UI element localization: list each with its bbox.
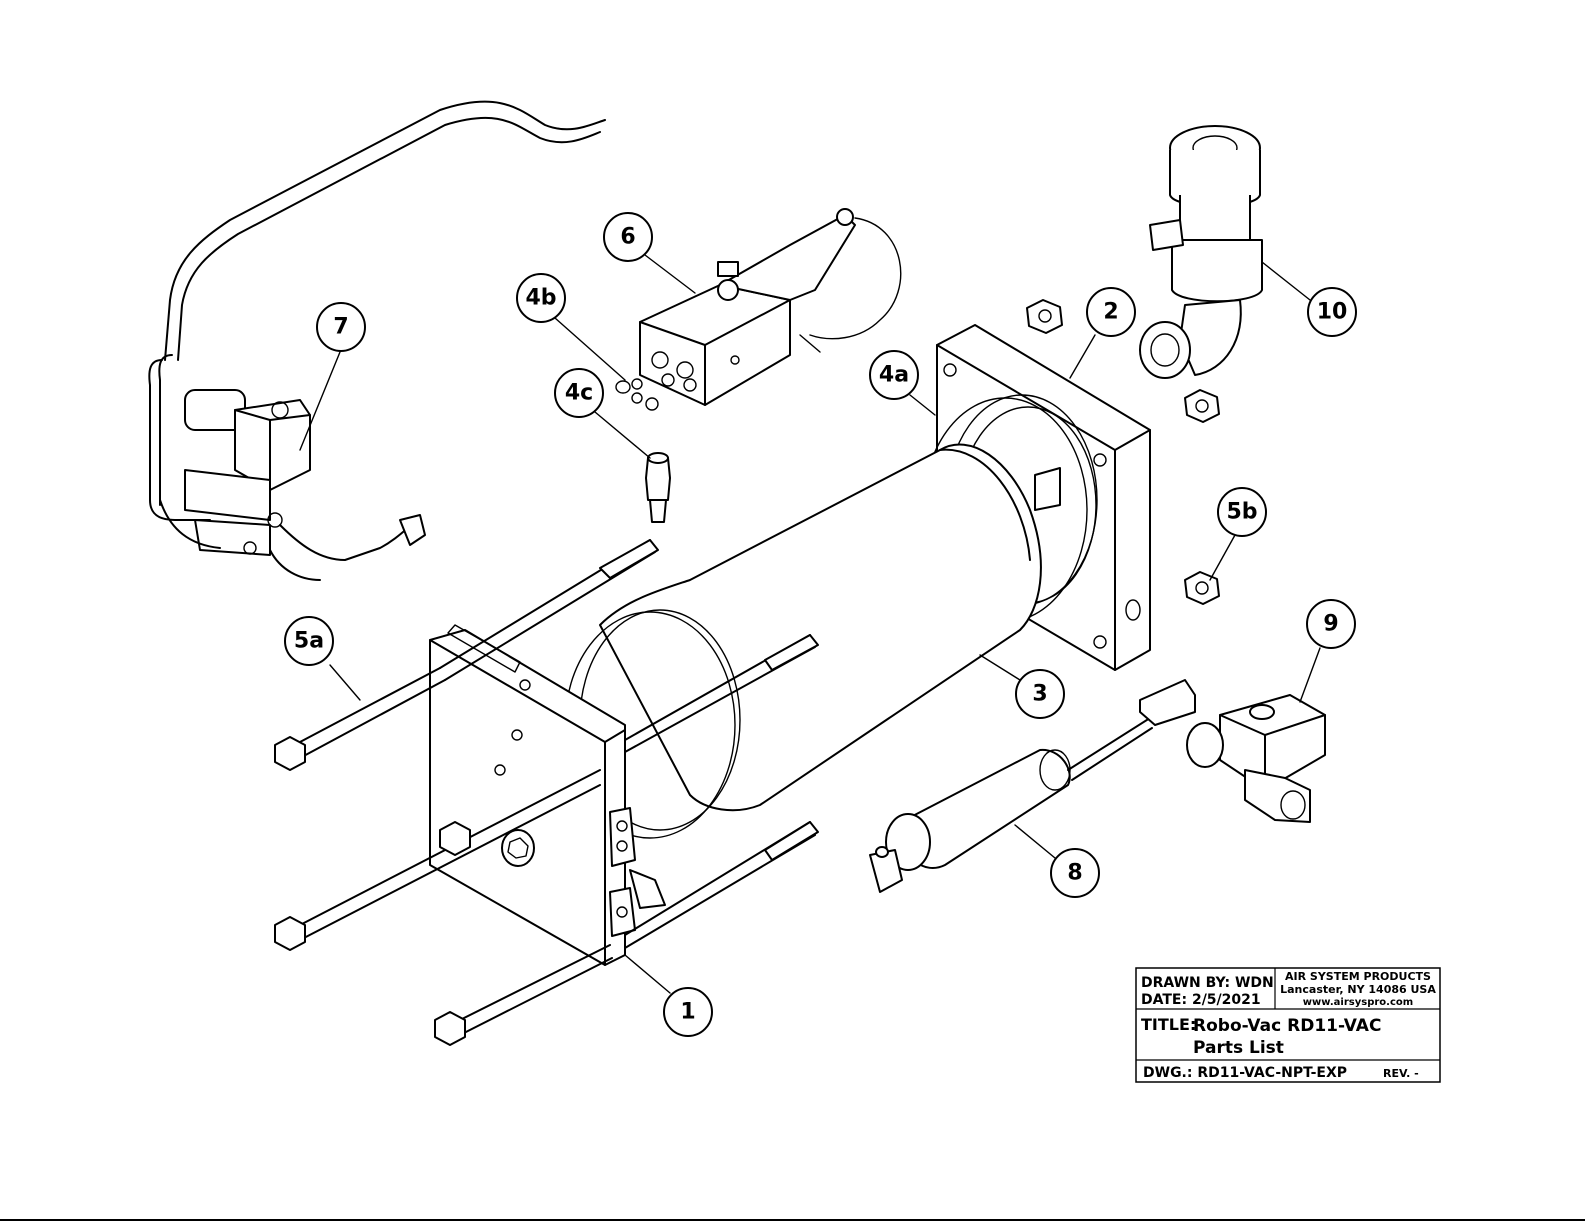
callout-3: 3 (1016, 670, 1064, 718)
company-address: Lancaster, NY 14086 USA (1280, 983, 1436, 996)
svg-text:5b: 5b (1226, 500, 1257, 525)
company-name: AIR SYSTEM PRODUCTS (1285, 970, 1431, 983)
part-10-tee-elbow-fitting (1140, 126, 1262, 378)
svg-text:4a: 4a (879, 363, 909, 388)
leader-1 (625, 955, 670, 993)
title-block: DRAWN BY: WDN DATE: 2/5/2021 AIR SYSTEM … (1136, 968, 1440, 1082)
svg-text:1: 1 (680, 1000, 695, 1025)
part-7-valve-assembly (149, 102, 605, 580)
svg-text:4c: 4c (565, 381, 593, 406)
svg-text:5a: 5a (294, 629, 324, 654)
page-border-bottom (0, 1219, 1585, 1221)
drawing-title-line1: Robo-Vac RD11-VAC (1193, 1016, 1381, 1036)
callout-4b: 4b (517, 274, 565, 322)
part-4c-fitting (646, 453, 670, 522)
leader-5b (1210, 535, 1235, 580)
leader-3 (980, 655, 1020, 680)
leader-4c (595, 412, 650, 458)
svg-text:7: 7 (333, 315, 348, 340)
callout-4c: 4c (555, 369, 603, 417)
part-6-valve-block (640, 209, 901, 405)
drawn-by: DRAWN BY: WDN (1141, 975, 1274, 991)
leader-10 (1262, 262, 1310, 300)
svg-text:6: 6 (620, 225, 635, 250)
leader-5a (330, 665, 360, 700)
part-9-valve (1187, 695, 1325, 822)
callout-6: 6 (604, 213, 652, 261)
callout-2: 2 (1087, 288, 1135, 336)
callout-5a: 5a (285, 617, 333, 665)
svg-text:3: 3 (1032, 682, 1047, 707)
leader-2 (1070, 335, 1095, 378)
leader-4a (910, 395, 935, 415)
svg-text:2: 2 (1103, 300, 1118, 325)
svg-text:10: 10 (1317, 300, 1348, 325)
drawing-number: DWG.: RD11-VAC-NPT-EXP (1143, 1065, 1347, 1081)
callout-10: 10 (1308, 288, 1356, 336)
callout-9: 9 (1307, 600, 1355, 648)
drawing-title-line2: Parts List (1193, 1038, 1284, 1058)
svg-text:9: 9 (1323, 612, 1338, 637)
callout-5b: 5b (1218, 488, 1266, 536)
svg-text:8: 8 (1067, 861, 1082, 886)
callout-7: 7 (317, 303, 365, 351)
callout-8: 8 (1051, 849, 1099, 897)
company-website: www.airsyspro.com (1303, 997, 1413, 1008)
leader-7 (300, 352, 340, 450)
leader-9 (1300, 648, 1320, 702)
title-label: TITLE: (1141, 1015, 1196, 1034)
drawing-date: DATE: 2/5/2021 (1141, 992, 1261, 1008)
leader-8 (1015, 825, 1055, 858)
leader-6 (645, 255, 695, 293)
callout-4a: 4a (870, 351, 918, 399)
part-4b-o-rings (616, 379, 658, 410)
callout-1: 1 (664, 988, 712, 1036)
revision: REV. - (1383, 1067, 1419, 1080)
svg-text:4b: 4b (525, 286, 556, 311)
